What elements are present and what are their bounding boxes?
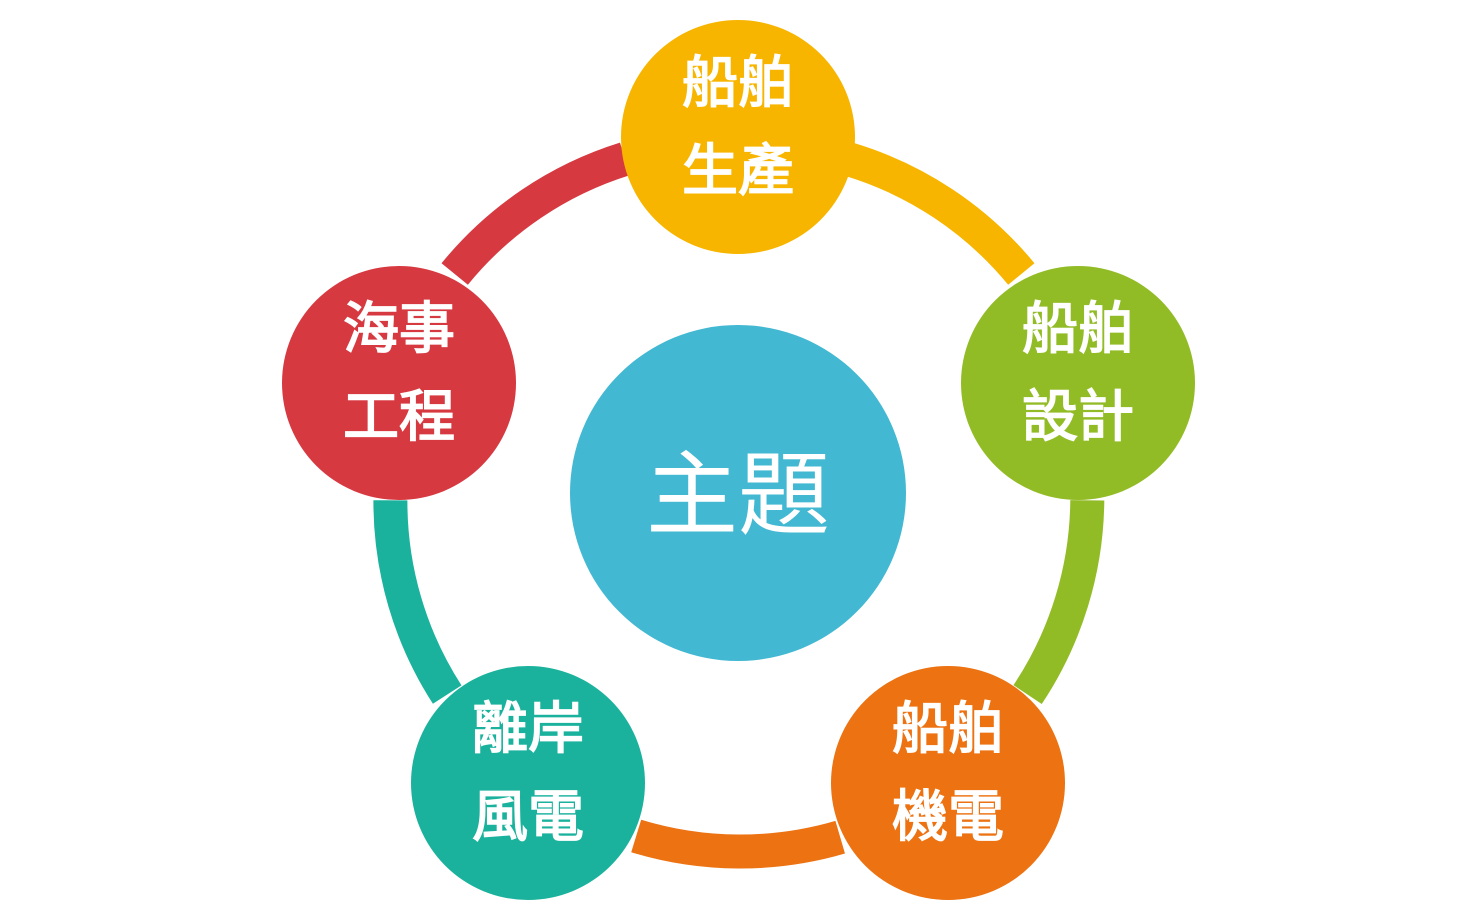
node-circle xyxy=(282,266,516,500)
ring-arc-electromechanical-to-wind xyxy=(631,819,845,869)
ring-arcs xyxy=(373,142,1105,869)
node-label-line1: 離岸 xyxy=(472,697,584,762)
node-label-line2: 設計 xyxy=(1022,385,1134,450)
node-label-line2: 工程 xyxy=(343,385,455,450)
node-circle xyxy=(831,666,1065,900)
ring-arc-wind-to-marine xyxy=(373,500,462,704)
ring-arc-marine-to-production xyxy=(441,142,631,285)
node-label-line2: 風電 xyxy=(472,785,584,850)
center-topic: 主題 xyxy=(570,325,906,661)
node-label-line2: 生產 xyxy=(682,139,794,204)
center-label: 主題 xyxy=(646,442,830,549)
node-label-line1: 船舶 xyxy=(892,697,1004,762)
ring-arc-production-to-design xyxy=(842,142,1035,285)
ring-arc-design-to-electromechanical xyxy=(1013,500,1105,705)
node-label-line1: 船舶 xyxy=(682,51,794,116)
node-ship-electromechanical: 船舶 機電 xyxy=(831,666,1065,900)
node-circle xyxy=(961,266,1195,500)
node-offshore-wind: 離岸 風電 xyxy=(411,666,645,900)
node-marine-engineering: 海事 工程 xyxy=(282,266,516,500)
node-label-line1: 海事 xyxy=(343,297,455,362)
node-circle xyxy=(621,20,855,254)
center-circle xyxy=(570,325,906,661)
node-ship-design: 船舶 設計 xyxy=(961,266,1195,500)
node-label-line1: 船舶 xyxy=(1022,297,1134,362)
node-ship-production: 船舶 生產 xyxy=(621,20,855,254)
node-label-line2: 機電 xyxy=(892,785,1004,850)
node-circle xyxy=(411,666,645,900)
